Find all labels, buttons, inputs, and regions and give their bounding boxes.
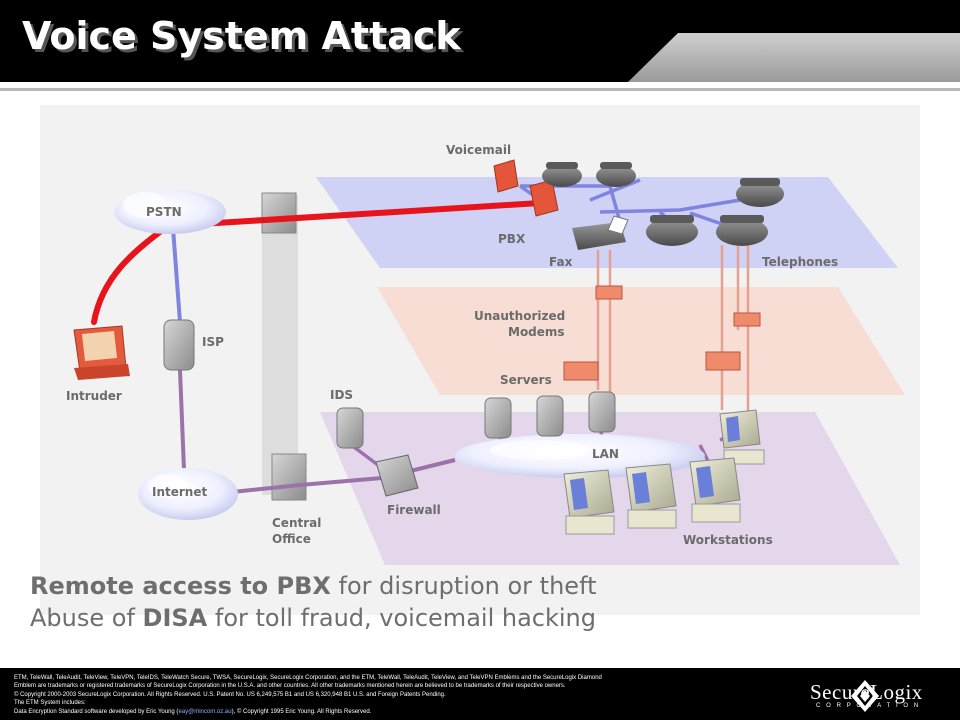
footer-bar	[0, 668, 960, 720]
legal-notice: ETM, TeleWall, TeleAudit, TeleView, Tele…	[14, 674, 714, 716]
bullet-prefix: Abuse of	[30, 604, 143, 632]
slide-title: Voice System Attack	[22, 14, 461, 58]
server-icon	[588, 391, 616, 433]
internet-cloud	[138, 468, 238, 520]
modem-icon	[563, 361, 599, 381]
header-divider	[0, 88, 960, 91]
telephone-icon	[716, 215, 768, 246]
bullet-strong: DISA	[142, 604, 208, 632]
server-icon	[484, 397, 512, 439]
bullet-text: for toll fraud, voicemail hacking	[207, 604, 596, 632]
label-office: Office	[272, 532, 311, 546]
workstation-icon	[563, 469, 615, 535]
bullet-disa-abuse: Abuse of DISA for toll fraud, voicemail …	[30, 604, 596, 632]
legal-line: The ETM System includes:	[14, 700, 86, 707]
pstn-cloud	[114, 190, 226, 234]
label-workstations: Workstations	[683, 533, 773, 547]
pbx-icon	[529, 179, 559, 217]
title-bar-accent	[628, 33, 960, 82]
label-isp: ISP	[202, 335, 224, 349]
telephone-icon	[542, 162, 582, 187]
central-office-switch-top	[261, 192, 297, 234]
company-logo-subtitle: CORPORATION	[816, 703, 925, 709]
label-lan: LAN	[592, 447, 619, 461]
legal-line: Emblem are trademarks or registered trad…	[14, 683, 566, 690]
modem-icon	[595, 285, 623, 300]
legal-text: ), © Copyright 1995 Eric Young. All Righ…	[231, 708, 372, 715]
telephone-icon	[596, 162, 636, 187]
workstation-icon	[689, 457, 741, 523]
legal-line: Data Encryption Standard software develo…	[14, 708, 714, 716]
label-pbx: PBX	[498, 232, 526, 246]
workstation-icon	[719, 409, 765, 465]
email-link[interactable]: eay@mincom.oz.au	[178, 708, 232, 715]
label-ids: IDS	[330, 388, 354, 402]
voicemail-icon	[493, 159, 519, 193]
isp-router-icon	[163, 319, 195, 371]
internet-co-firewall-line	[231, 458, 456, 494]
company-logo-text: SecureLogix	[810, 680, 923, 704]
isp-internet-line	[178, 369, 186, 471]
securelogix-diamond-logo-icon	[851, 680, 879, 712]
label-central: Central	[272, 516, 322, 530]
ids-server-icon	[336, 407, 364, 449]
legal-line: ETM, TeleWall, TeleAudit, TeleView, Tele…	[14, 675, 602, 681]
server-icon	[536, 395, 564, 437]
modem-icon	[733, 312, 761, 327]
modem-lines	[596, 245, 750, 420]
legal-text: Data Encryption Standard software develo…	[14, 708, 179, 715]
modem-icon	[705, 351, 741, 371]
bullet-text: for disruption or theft	[330, 572, 597, 600]
label-telephones: Telephones	[762, 255, 839, 269]
label-unauthorized: Unauthorized	[474, 309, 566, 323]
central-office-column	[262, 195, 298, 495]
telephone-icon	[646, 215, 698, 246]
firewall-icon	[375, 454, 419, 497]
label-pstn: PSTN	[146, 205, 182, 219]
intruder-computer-icon	[73, 325, 130, 380]
central-office-switch	[271, 453, 307, 501]
legal-line: © Copyright 2000-2003 SecureLogix Corpor…	[14, 691, 446, 698]
bullet-remote-access: Remote access to PBX for disruption or t…	[30, 572, 597, 600]
pstn-isp-line	[171, 227, 182, 323]
telephone-icon	[736, 178, 784, 207]
bullet-strong: Remote access to PBX	[30, 572, 331, 600]
label-internet: Internet	[152, 485, 208, 499]
label-fax: Fax	[549, 255, 573, 269]
modem-plane	[377, 287, 905, 395]
label-firewall: Firewall	[387, 503, 441, 517]
label-modems: Modems	[508, 325, 565, 339]
label-intruder: Intruder	[66, 389, 122, 403]
label-servers: Servers	[500, 373, 552, 387]
fax-machine-icon	[572, 215, 629, 250]
workstation-icon	[625, 463, 677, 529]
label-voicemail: Voicemail	[446, 143, 512, 157]
